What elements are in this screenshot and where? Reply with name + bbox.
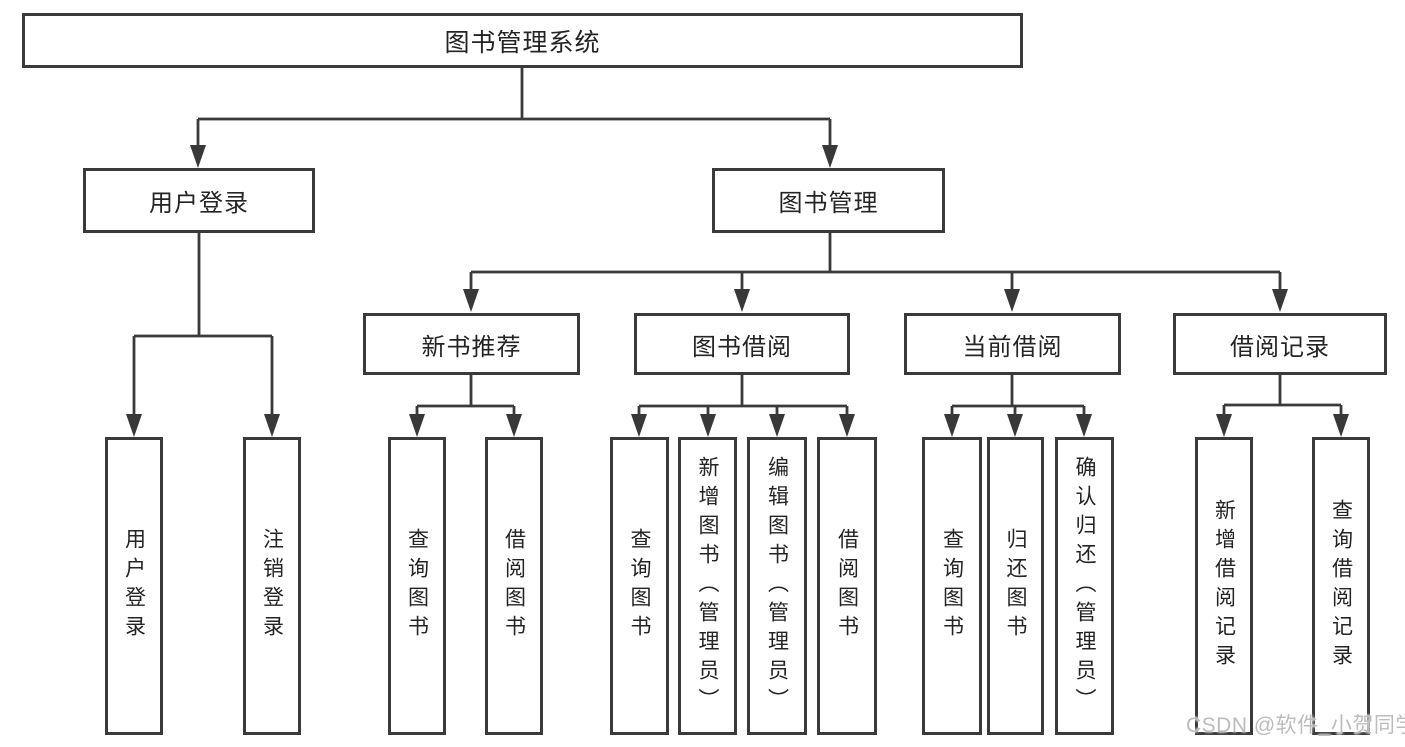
connector-root-to-level2 [190, 68, 838, 168]
node-new-book-recommendation: 新书推荐 [363, 313, 580, 375]
connector-current-borrow-to-leaves [944, 375, 1092, 437]
connector-borrow-records-to-leaves [1216, 375, 1349, 437]
leaf-label: 确认归还（管理员） [1073, 455, 1096, 717]
leaf-label: 归还图书 [1004, 528, 1027, 644]
node-leaf-add-books-admin: 新增图书（管理员） [678, 437, 737, 735]
node-current-borrowing: 当前借阅 [904, 313, 1121, 375]
leaf-label: 用户登录 [122, 528, 146, 644]
node-leaf-borrow-books: 借阅图书 [817, 437, 877, 735]
node-leaf-return-books: 归还图书 [987, 437, 1044, 735]
node-leaf-query-books-rec: 查询图书 [388, 437, 446, 735]
node-borrowing-records: 借阅记录 [1173, 313, 1387, 375]
csdn-watermark: CSDN @软件_小贺同学 [1186, 714, 1405, 737]
connector-new-book-rec-to-leaves [409, 375, 522, 437]
leaf-label: 编辑图书（管理员） [765, 455, 789, 717]
node-book-management-module: 图书管理 [712, 168, 945, 233]
node-library-management-system: 图书管理系统 [22, 13, 1023, 68]
connector-user-login-to-leaves [126, 233, 280, 437]
node-leaf-confirm-return-admin: 确认归还（管理员） [1055, 437, 1114, 735]
leaf-label: 借阅图书 [835, 528, 859, 644]
node-leaf-query-books-current: 查询图书 [922, 437, 982, 735]
node-leaf-query-borrow-record: 查询借阅记录 [1312, 437, 1370, 735]
node-leaf-edit-books-admin: 编辑图书（管理员） [747, 437, 807, 735]
connector-book-borrow-to-leaves [631, 375, 855, 437]
node-leaf-user-login: 用户登录 [105, 437, 163, 735]
connector-book-mgmt-to-level3 [463, 233, 1288, 312]
leaf-label: 新增借阅记录 [1212, 499, 1236, 673]
node-book-borrowing: 图书借阅 [634, 313, 850, 375]
node-leaf-borrow-books-rec: 借阅图书 [485, 437, 543, 735]
leaf-label: 查询图书 [940, 528, 964, 644]
node-leaf-query-books-borrow: 查询图书 [610, 437, 669, 735]
leaf-label: 借阅图书 [502, 528, 526, 644]
node-leaf-add-borrow-record: 新增借阅记录 [1195, 437, 1253, 735]
leaf-label: 查询图书 [628, 528, 651, 644]
node-user-login-module: 用户登录 [83, 168, 315, 233]
leaf-label: 新增图书（管理员） [696, 455, 719, 717]
leaf-label: 注销登录 [260, 528, 284, 644]
leaf-label: 查询借阅记录 [1329, 499, 1353, 673]
node-leaf-logout: 注销登录 [243, 437, 301, 735]
leaf-label: 查询图书 [405, 528, 429, 644]
